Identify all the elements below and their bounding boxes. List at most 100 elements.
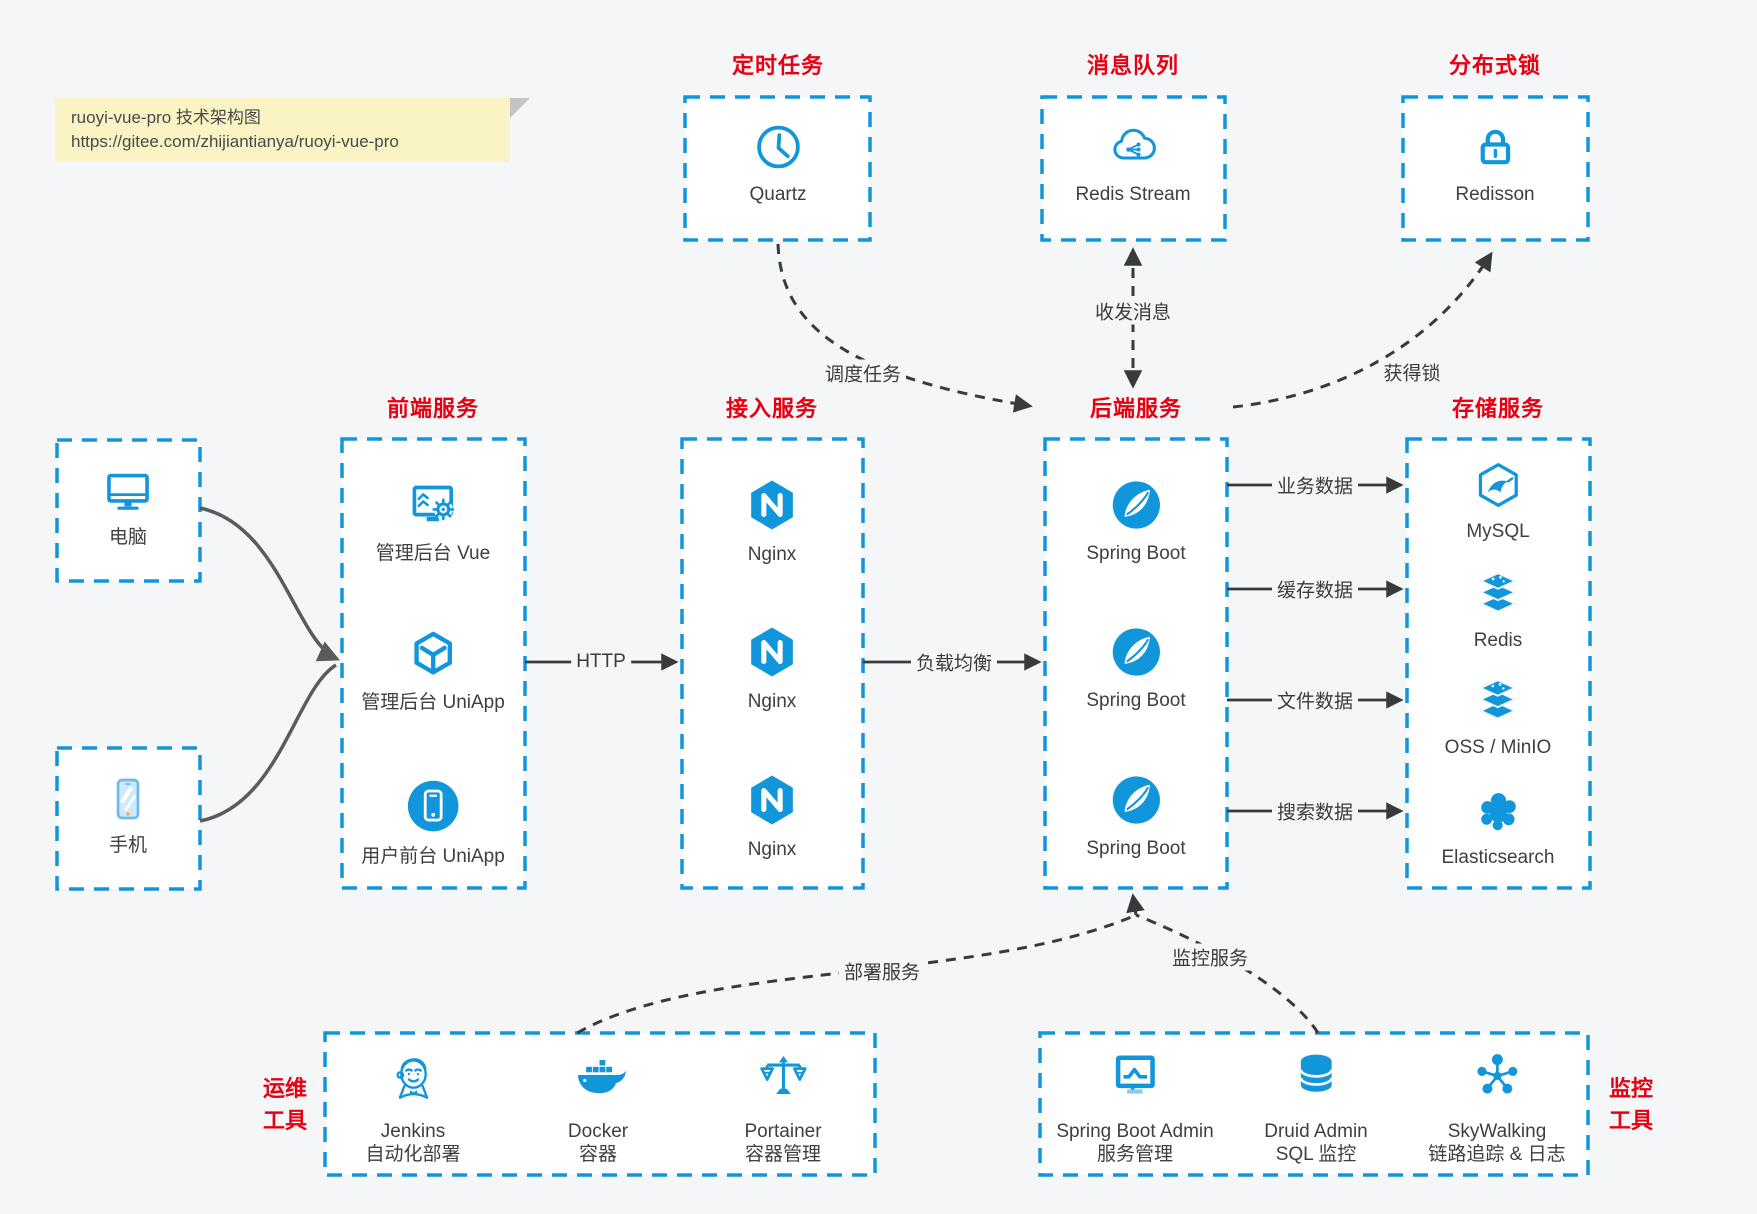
storage-stack-icon <box>1472 675 1524 727</box>
edge-label-business-data: 业务数据 <box>1271 471 1359 499</box>
node-portainer: Portainer 容器管理 <box>744 1046 822 1166</box>
edge-to-backend-arrow <box>1126 893 1145 916</box>
node-redis-stream: Redis Stream <box>1075 120 1191 206</box>
node-redis: Redis <box>1472 568 1524 652</box>
nginx-icon <box>743 771 801 829</box>
edge-label-send-receive-message: 收发消息 <box>1089 297 1177 325</box>
skywalking-icon <box>1468 1046 1526 1104</box>
nginx-icon <box>743 623 801 681</box>
node-label: 手机 <box>108 835 147 856</box>
node-spring-boot-3: Spring Boot <box>1086 772 1186 860</box>
node-docker: Docker 容器 <box>568 1046 628 1166</box>
node-label: Docker 容器 <box>568 1120 628 1166</box>
tool-desc: 容器 <box>578 1144 617 1165</box>
jenkins-icon <box>384 1046 442 1104</box>
tool-name: SkyWalking <box>1447 1121 1547 1142</box>
edge-label-load-balance: 负载均衡 <box>910 648 998 676</box>
node-druid-admin: Druid Admin SQL 监控 <box>1264 1046 1368 1166</box>
node-user-uniapp: 用户前台 UniApp <box>361 776 505 868</box>
desktop-icon <box>99 462 157 520</box>
spring-boot-admin-icon <box>1106 1046 1164 1104</box>
clock-icon <box>751 120 805 174</box>
node-oss-minio: OSS / MinIO <box>1444 675 1552 759</box>
phone-to-frontend-arrow <box>199 663 337 823</box>
node-quartz: Quartz <box>749 120 807 206</box>
tool-desc: 容器管理 <box>744 1144 822 1165</box>
node-label: 用户前台 UniApp <box>361 846 505 867</box>
node-redisson: Redisson <box>1455 120 1535 206</box>
edge-label-schedule-job: 调度任务 <box>819 359 907 387</box>
sticky-note: ruoyi-vue-pro 技术架构图 https://gitee.com/zh… <box>55 98 510 162</box>
node-label: Redis Stream <box>1075 184 1191 205</box>
ops-tools-title-line2: 工具 <box>262 1108 308 1133</box>
tool-desc: 链路追踪 & 日志 <box>1428 1144 1566 1165</box>
edge-monitor-service <box>1135 913 1320 1034</box>
node-label: Quartz <box>749 184 807 205</box>
node-label: Nginx <box>747 544 797 565</box>
monitor-tools-title: 监控 工具 <box>1609 1073 1653 1137</box>
note-url-link[interactable]: https://gitee.com/zhijiantianya/ruoyi-vu… <box>71 132 399 151</box>
tool-name: Docker <box>567 1121 629 1142</box>
storage-title: 存储服务 <box>1451 396 1545 421</box>
edge-acquire-lock <box>1232 251 1493 409</box>
node-admin-uniapp: 管理后台 UniApp <box>361 626 505 714</box>
nginx-icon <box>743 476 801 534</box>
node-label: Spring Boot <box>1086 690 1186 711</box>
tool-desc: 服务管理 <box>1096 1144 1173 1165</box>
node-label: Portainer 容器管理 <box>744 1120 821 1166</box>
tool-name: Druid Admin <box>1264 1121 1368 1142</box>
node-label: Nginx <box>747 691 797 712</box>
node-label: Redis <box>1473 630 1523 651</box>
scheduler-title: 定时任务 <box>731 53 825 78</box>
edge-label-http: HTTP <box>571 651 631 673</box>
edge-label-search-data: 搜索数据 <box>1271 797 1359 825</box>
node-skywalking: SkyWalking 链路追踪 & 日志 <box>1428 1046 1566 1166</box>
edge-label-monitor-service: 监控服务 <box>1166 943 1254 971</box>
node-spring-boot-1: Spring Boot <box>1086 477 1186 565</box>
node-label: Elasticsearch <box>1441 847 1555 868</box>
druid-icon <box>1287 1046 1345 1104</box>
monitor-tools-title-line1: 监控 <box>1608 1076 1654 1101</box>
smartphone-icon <box>99 770 157 828</box>
monitor-tools-title-line2: 工具 <box>1608 1108 1654 1133</box>
node-label: Redisson <box>1455 184 1535 205</box>
ops-tools-title-line1: 运维 <box>262 1076 308 1101</box>
node-label: 管理后台 Vue <box>375 543 491 564</box>
pc-client-box <box>55 438 202 583</box>
mysql-icon <box>1472 459 1524 511</box>
portainer-icon <box>754 1046 812 1104</box>
node-nginx-1: Nginx <box>743 476 801 566</box>
node-nginx-3: Nginx <box>743 771 801 861</box>
node-label: 管理后台 UniApp <box>361 692 505 713</box>
node-phone-client: 手机 <box>99 770 157 857</box>
ops-tools-title: 运维 工具 <box>263 1073 307 1137</box>
edge-label-file-data: 文件数据 <box>1271 686 1359 714</box>
elasticsearch-icon <box>1471 783 1525 837</box>
gateway-title: 接入服务 <box>725 396 819 421</box>
node-nginx-2: Nginx <box>743 623 801 713</box>
edge-label-cache-data: 缓存数据 <box>1271 575 1359 603</box>
tool-name: Spring Boot Admin <box>1056 1121 1214 1142</box>
redis-stack-icon <box>1472 568 1524 620</box>
edge-label-acquire-lock: 获得锁 <box>1378 358 1446 386</box>
tool-desc: SQL 监控 <box>1275 1144 1357 1165</box>
edge-label-deploy-service: 部署服务 <box>838 957 926 985</box>
node-mysql: MySQL <box>1466 459 1530 543</box>
node-spring-boot-2: Spring Boot <box>1086 624 1186 712</box>
node-label: OSS / MinIO <box>1444 737 1552 758</box>
spring-boot-icon <box>1108 624 1164 680</box>
uniapp-cube-icon <box>405 626 461 682</box>
user-app-icon <box>403 776 463 836</box>
tool-name: Portainer <box>744 1121 822 1142</box>
distributed-lock-box <box>1401 95 1590 242</box>
lock-icon <box>1468 120 1522 174</box>
message-queue-title: 消息队列 <box>1086 53 1180 78</box>
node-label: SkyWalking 链路追踪 & 日志 <box>1428 1120 1565 1166</box>
node-spring-boot-admin: Spring Boot Admin 服务管理 <box>1056 1046 1214 1166</box>
frontend-title: 前端服务 <box>386 396 480 421</box>
cloud-share-icon <box>1106 120 1160 174</box>
distributed-lock-title: 分布式锁 <box>1448 53 1542 78</box>
spring-boot-icon <box>1108 772 1164 828</box>
node-label: Jenkins 自动化部署 <box>365 1120 460 1166</box>
